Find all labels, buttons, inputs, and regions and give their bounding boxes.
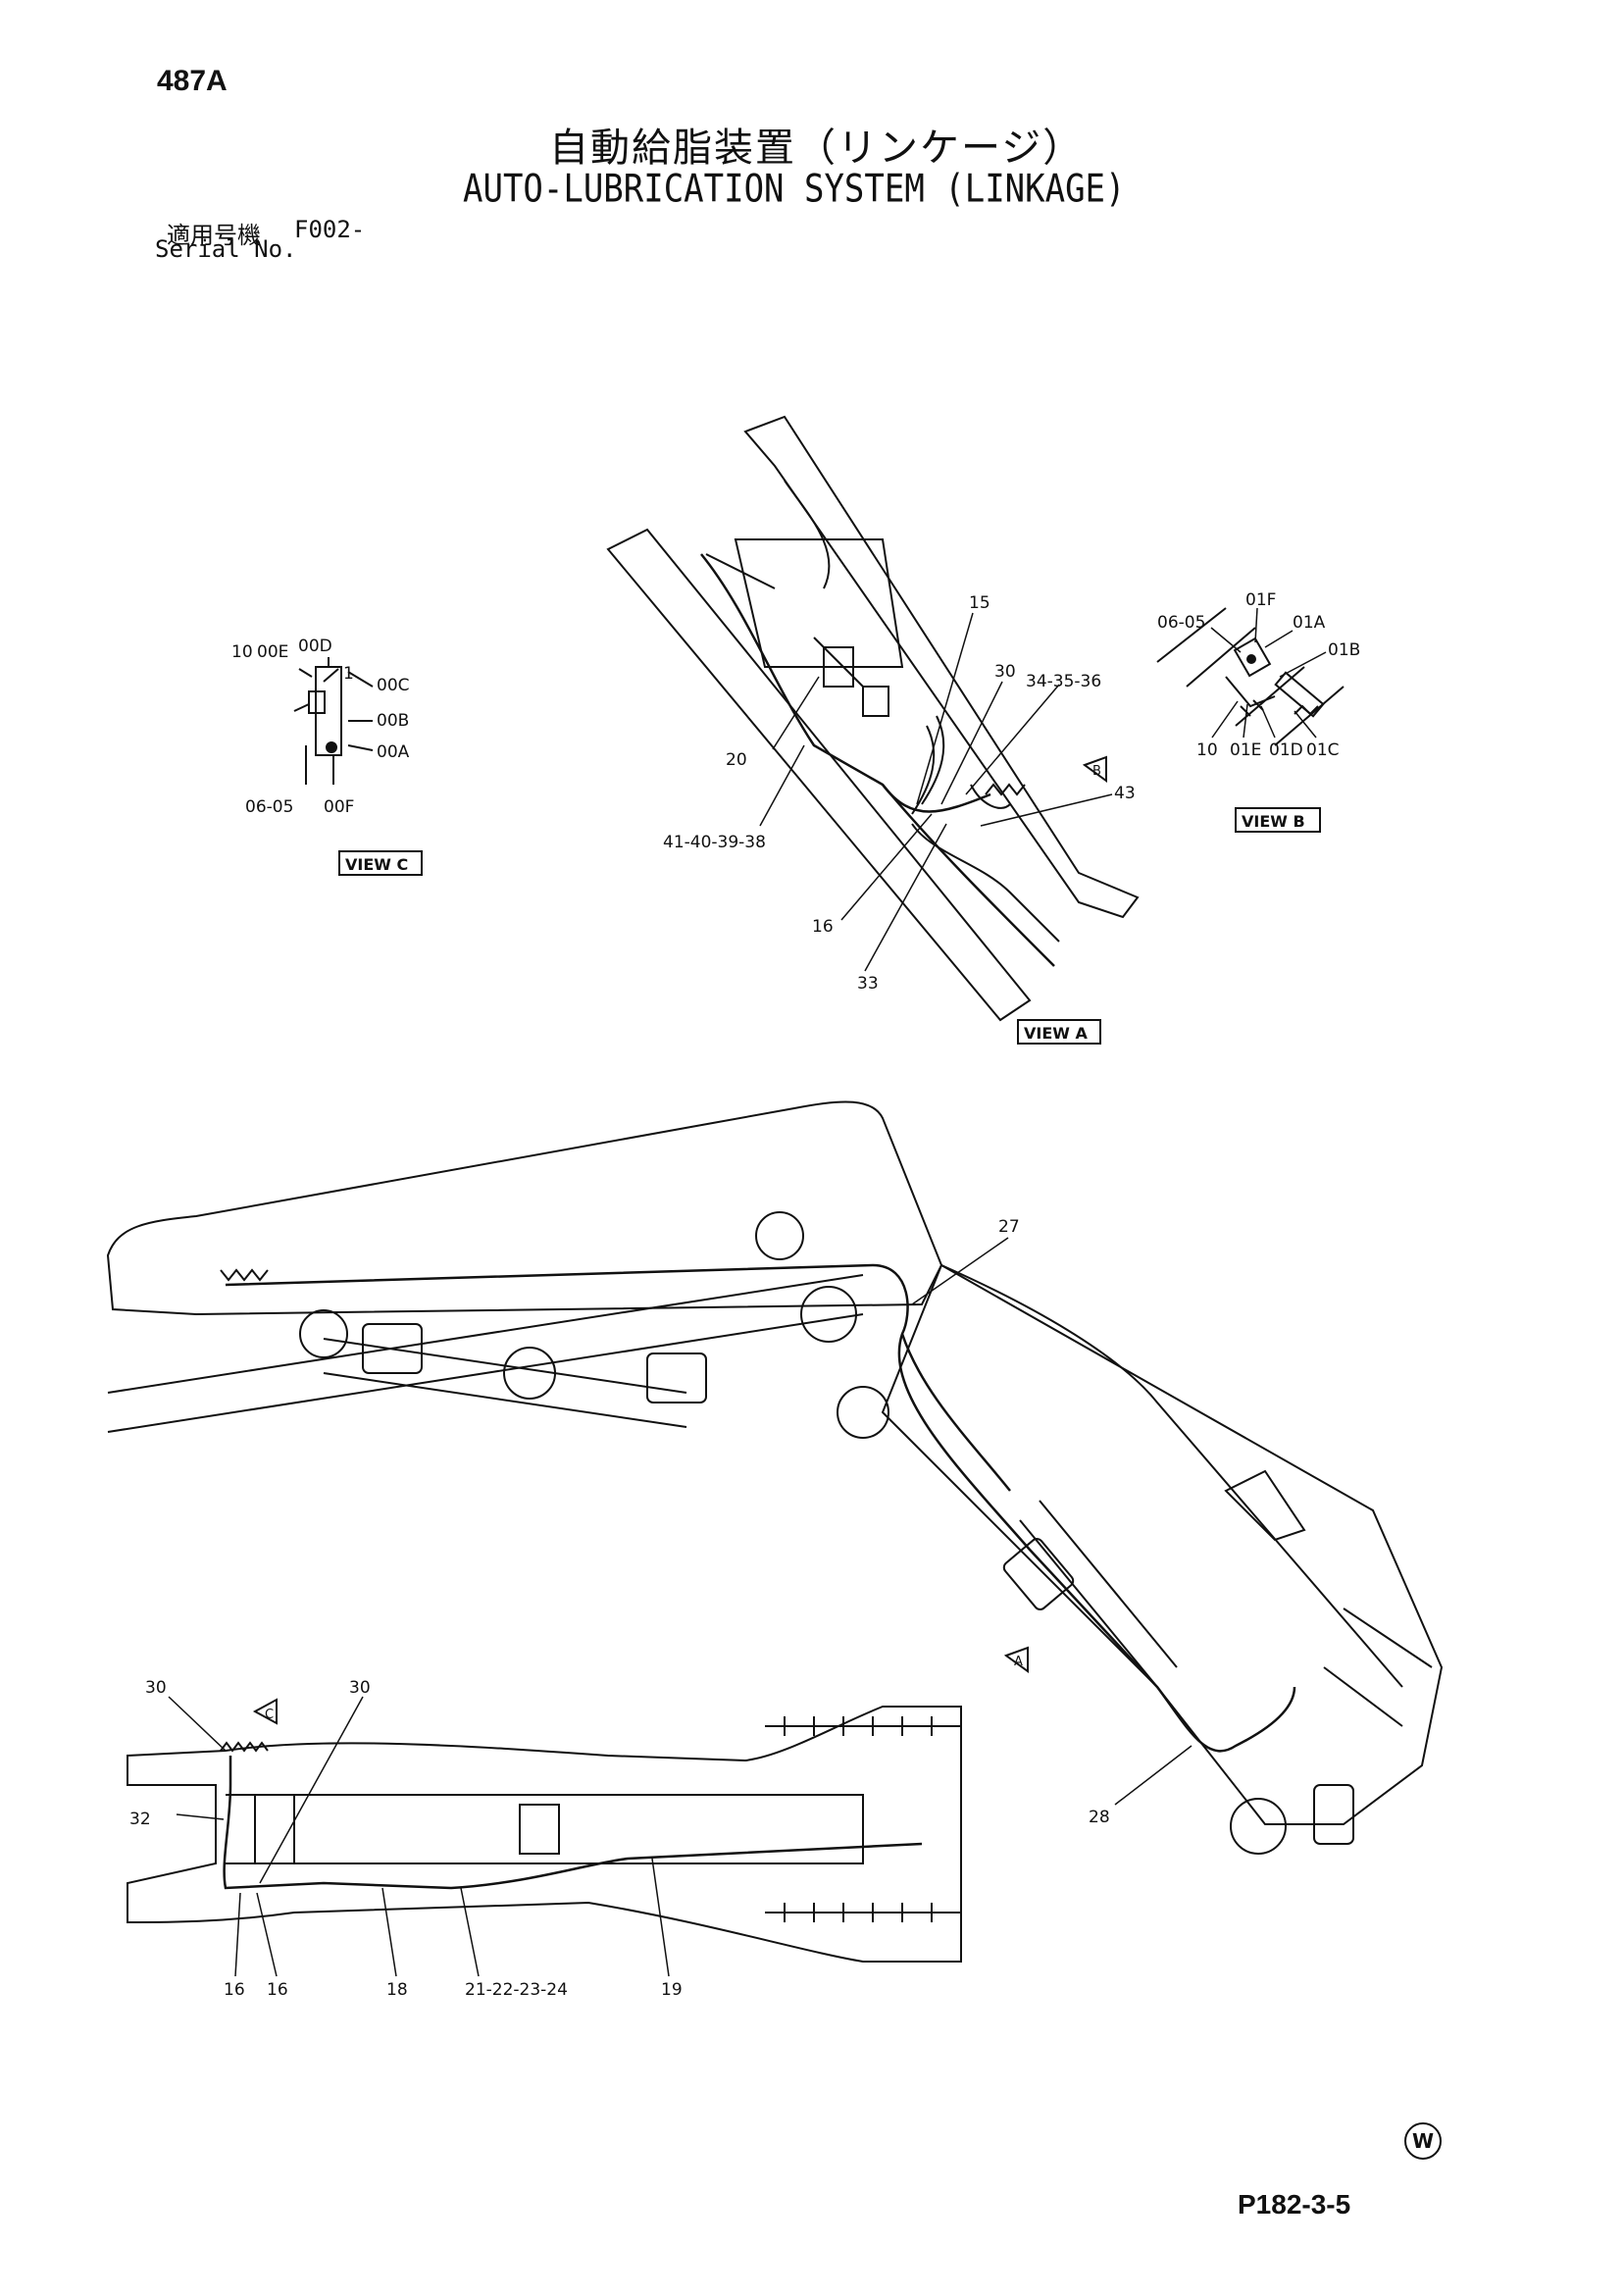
- view-b-callout: 01E: [1230, 740, 1261, 760]
- title-english: AUTO-LUBRICATION SYSTEM (LINKAGE): [463, 167, 1126, 212]
- view-c-callout: 00D: [298, 637, 332, 656]
- view-a-callout: 41-40-39-38: [663, 833, 766, 852]
- view-a-callout: 20: [726, 750, 747, 770]
- main-arm: [106, 1100, 1444, 1855]
- view-c-block: [315, 666, 342, 756]
- footer-code: P182-3-5: [1238, 2189, 1351, 2219]
- view-c-box: [338, 850, 423, 876]
- serial-code: F002-: [294, 216, 366, 243]
- view-c-callout: 00F: [324, 797, 354, 817]
- view-b-callout: 01C: [1306, 740, 1340, 760]
- view-c-marker: C: [265, 1708, 274, 1722]
- view-a-callout: 43: [1114, 784, 1136, 803]
- view-c-callout: 00A: [377, 742, 410, 762]
- view-b-callout: 01F: [1245, 590, 1276, 610]
- view-b-callout: 01D: [1269, 740, 1303, 760]
- main-callout: 18: [386, 1980, 408, 2000]
- view-b-callout: 01A: [1293, 613, 1326, 633]
- main-callout: 32: [129, 1810, 151, 1829]
- view-b-callout: 10: [1196, 740, 1218, 760]
- view-b-box: [1235, 807, 1321, 833]
- watermark-symbol: W: [1404, 2122, 1442, 2160]
- view-c-callout: 06-05: [245, 797, 293, 817]
- view-c-callout: 10: [231, 642, 253, 662]
- main-boom: [127, 1706, 962, 1963]
- view-c-callout: 00B: [377, 711, 409, 731]
- view-b-detail: [1156, 607, 1345, 746]
- main-callout: 27: [998, 1217, 1020, 1237]
- view-c-callout: 00E: [257, 642, 288, 662]
- main-callout: 19: [661, 1980, 683, 2000]
- main-callout: 16: [224, 1980, 245, 2000]
- view-b-marker: B: [1092, 764, 1101, 779]
- view-c-callout: 1: [343, 664, 354, 684]
- main-callout: 16: [267, 1980, 288, 2000]
- view-a-callout: 34-35-36: [1026, 672, 1101, 691]
- view-a-callout: 33: [857, 974, 879, 994]
- main-callout: 28: [1089, 1808, 1110, 1827]
- view-a-detail: [606, 415, 1140, 1022]
- page-number: 487A: [157, 65, 228, 97]
- serial-label-japanese: 適用号機: [167, 222, 261, 249]
- view-a-callout: 16: [812, 917, 834, 937]
- view-c-callout: 00C: [377, 676, 410, 695]
- view-a-callout: 30: [994, 662, 1016, 682]
- view-b-callout: 01B: [1328, 640, 1360, 660]
- main-callout: 21-22-23-24: [465, 1980, 568, 2000]
- title-japanese: 自動給脂装置（リンケージ）: [549, 126, 1085, 171]
- view-a-box: [1017, 1019, 1101, 1045]
- view-c-fitting: [308, 690, 326, 714]
- view-a-label: VIEW A: [1024, 1024, 1088, 1043]
- view-c-label: VIEW C: [345, 855, 408, 874]
- view-a-marker: A: [1014, 1655, 1023, 1669]
- view-a-callout: 15: [969, 593, 990, 613]
- view-c-detail: [293, 657, 374, 785]
- main-callout: 30: [145, 1678, 167, 1698]
- view-b-callout: 06-05: [1157, 613, 1205, 633]
- view-b-label: VIEW B: [1242, 812, 1305, 831]
- main-callout: 30: [349, 1678, 371, 1698]
- serial-label-english: Serial No.: [155, 235, 297, 263]
